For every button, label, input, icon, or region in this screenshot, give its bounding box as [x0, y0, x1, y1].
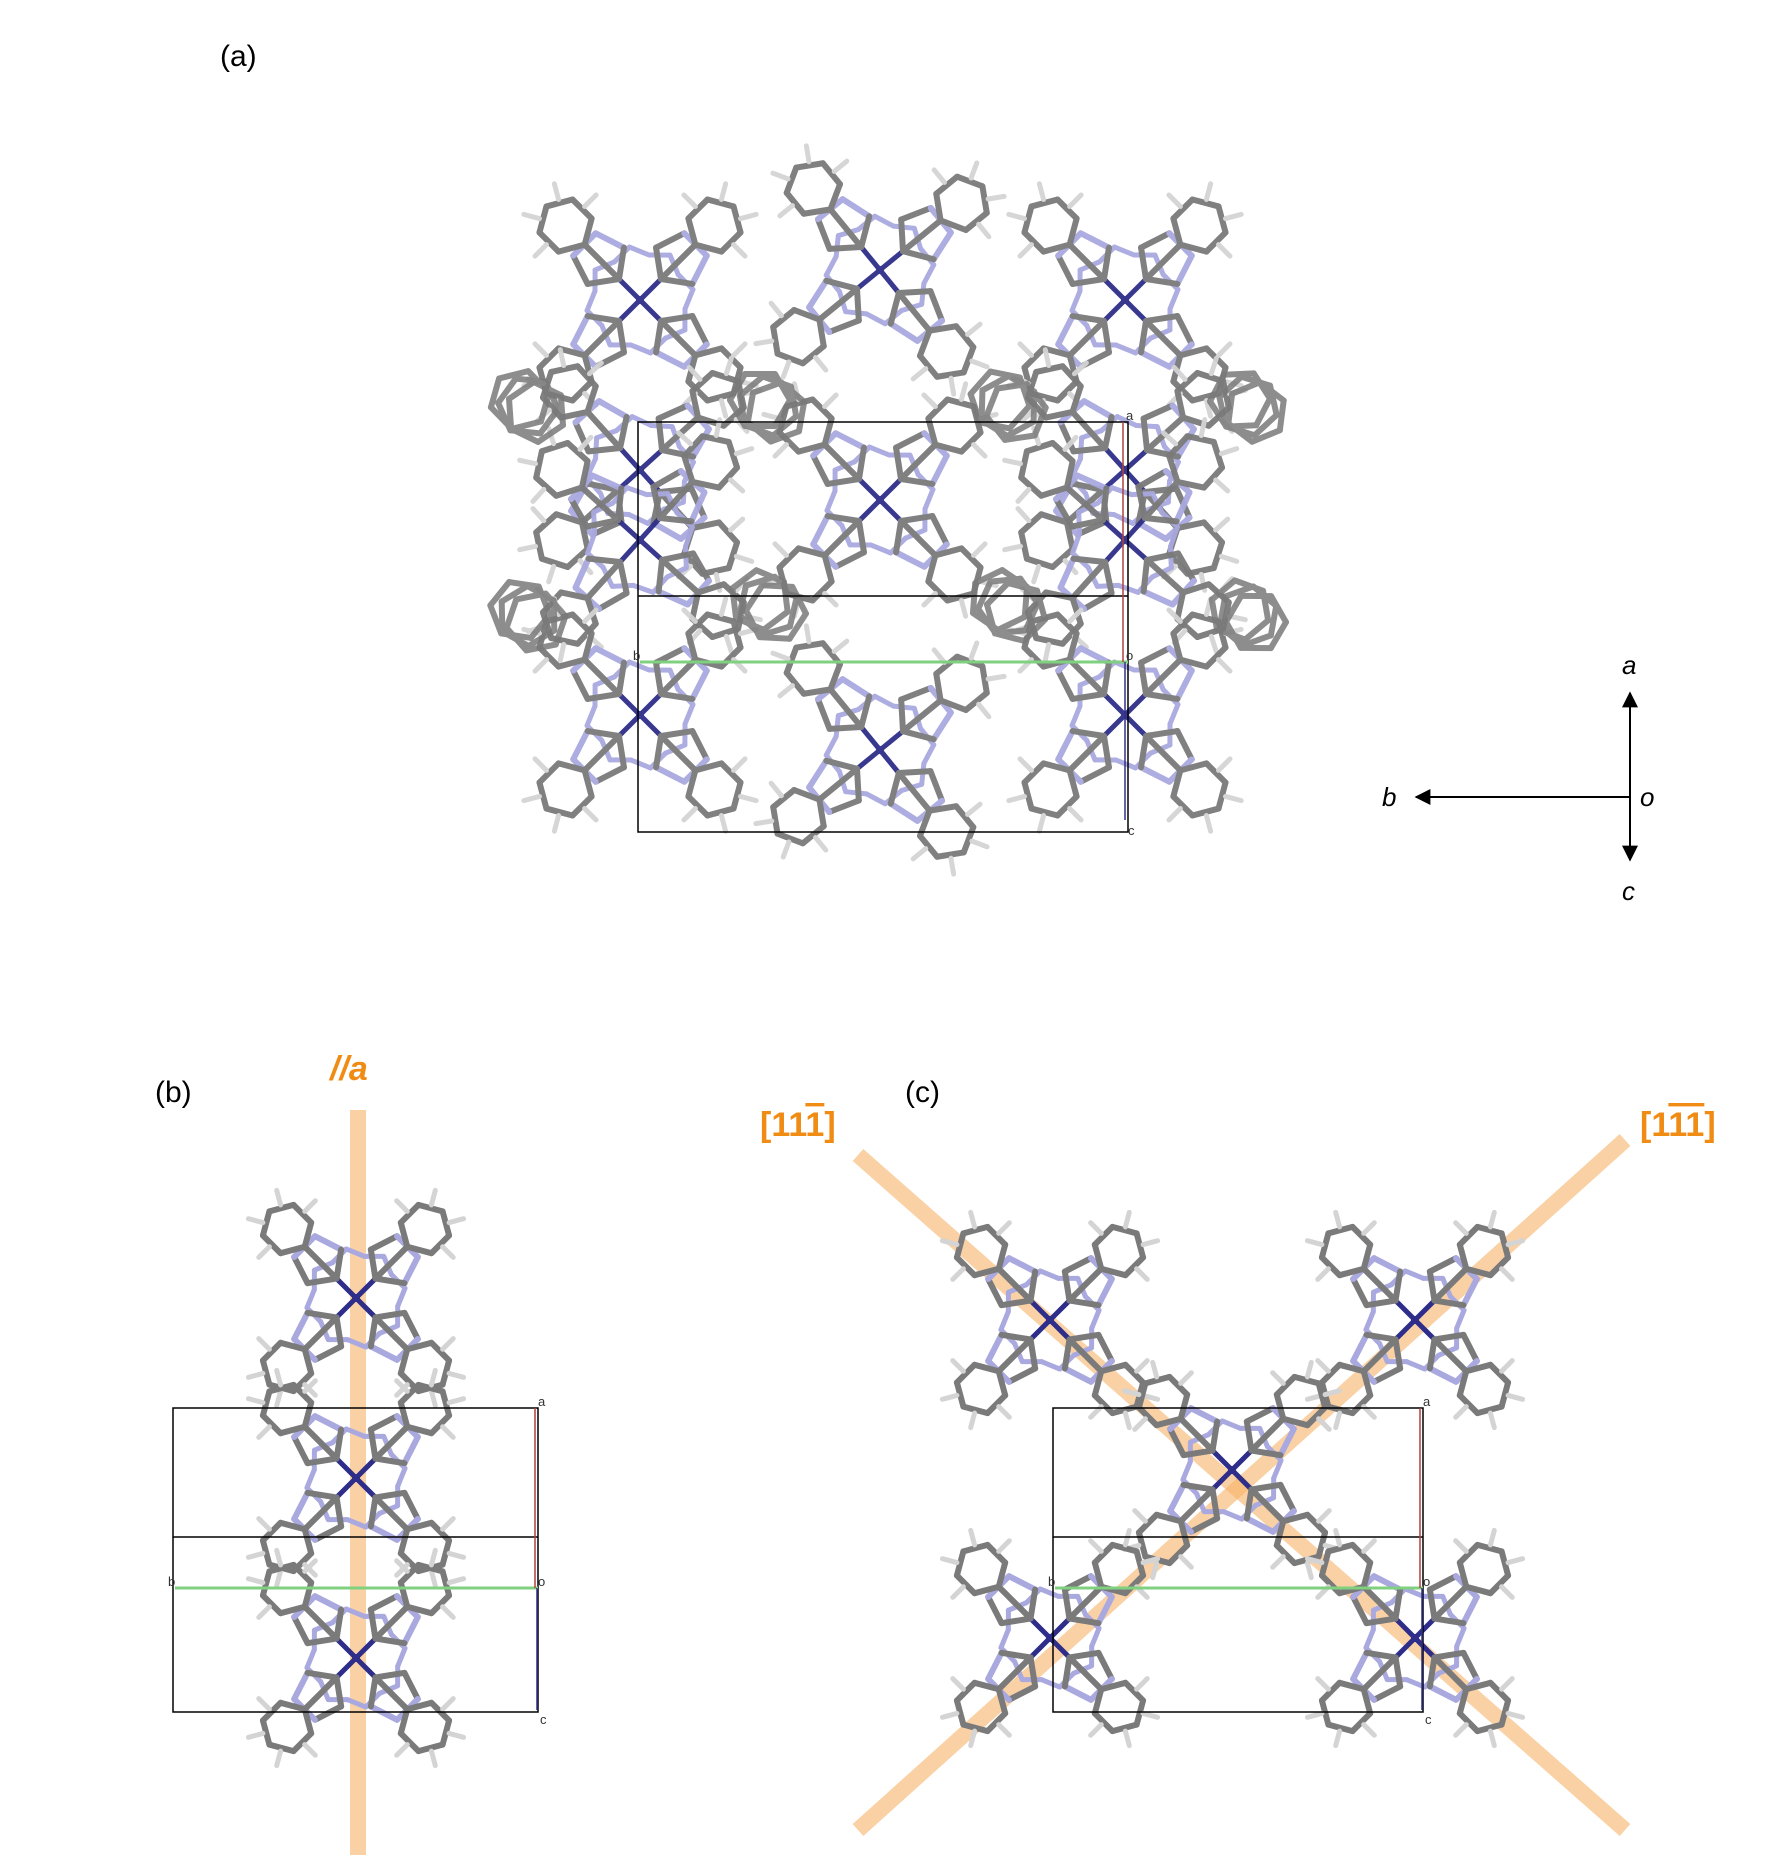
panel-a-cell-label-a: a [1126, 408, 1134, 423]
panel-c-cell-label-o: o [1423, 1574, 1430, 1589]
panel-c-cell-label-a: a [1423, 1394, 1431, 1409]
molecule [753, 143, 1007, 397]
molecule [1002, 347, 1248, 593]
molecule [1006, 181, 1244, 419]
panel-c-direction-right-label: [111] [1640, 1106, 1716, 1144]
axes-triad: a b o c [1382, 650, 1654, 906]
molecule [753, 623, 1007, 877]
stacked-ring [729, 567, 809, 642]
molecule [1121, 1359, 1343, 1581]
panel-c-direction-left-label: [111] [760, 1106, 836, 1144]
triad-c-label: c [1622, 876, 1635, 906]
molecule [939, 1527, 1161, 1749]
panel-b-structure [245, 1187, 467, 1769]
triad-o-label: o [1640, 782, 1654, 812]
molecule [517, 347, 763, 593]
molecule [1006, 596, 1244, 834]
panel-b-unit-cell: a b o c [168, 1394, 547, 1727]
stacked-ring [969, 567, 1049, 644]
molecule [245, 1367, 467, 1589]
panel-b-cell-label-a: a [538, 1394, 546, 1409]
molecule [245, 1187, 467, 1409]
triad-b-label: b [1382, 782, 1396, 812]
stacked-ring [487, 368, 566, 445]
molecule [245, 1547, 467, 1769]
triad-a-label: a [1622, 650, 1636, 680]
panel-b-direction-label: //a [328, 1050, 368, 1088]
stacked-ring [487, 579, 569, 654]
panel-a-label: (a) [220, 40, 257, 73]
panel-b-cell-label-b: b [168, 1574, 175, 1589]
stacked-ring [967, 368, 1049, 443]
panel-b-cell-label-o: o [538, 1574, 545, 1589]
panel-c-cell-label-c: c [1425, 1712, 1432, 1727]
stacked-ring [727, 371, 808, 445]
molecule [521, 181, 759, 419]
panel-c-structure [939, 1209, 1526, 1749]
molecule [521, 596, 759, 834]
panel-c-direction-highlight-right [852, 1134, 1631, 1836]
panel-a-cell-label-c: c [1128, 823, 1135, 838]
panel-a-cell-label-b: b [633, 648, 640, 663]
stacked-ring [1208, 577, 1289, 652]
molecule [939, 1209, 1161, 1431]
panel-a-cell-label-o: o [1126, 648, 1133, 663]
molecule [1304, 1209, 1526, 1431]
panel-c-label: (c) [905, 1076, 940, 1109]
panel-b-cell-label-c: c [540, 1712, 547, 1727]
panel-b-label: (b) [155, 1076, 192, 1109]
panel-a-unit-cell: a b o c [633, 408, 1135, 838]
stacked-ring [1207, 370, 1287, 445]
panel-c-cell-label-b: b [1048, 1574, 1055, 1589]
panel-c-unit-cell: a b o c [1048, 1394, 1432, 1727]
molecule [517, 417, 763, 663]
panel-a-structure [487, 143, 1289, 877]
